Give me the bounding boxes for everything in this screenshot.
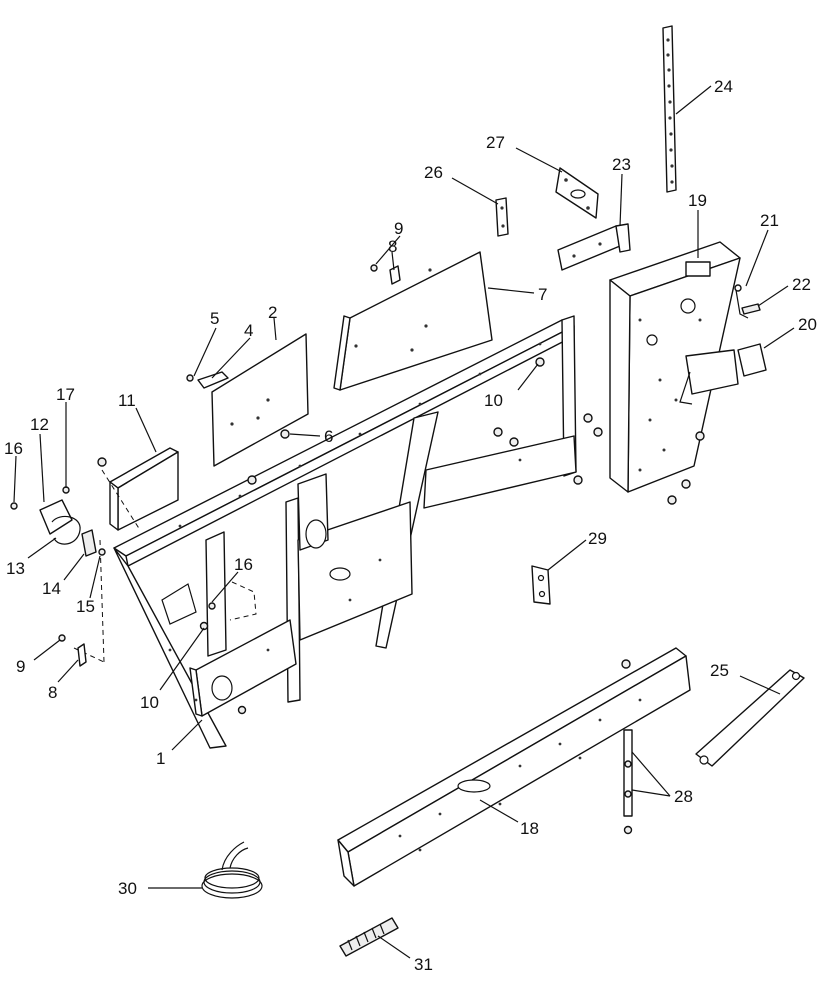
part-14-hinge	[81, 529, 97, 557]
part-9-screw-lower	[58, 634, 66, 642]
part-16-screw-middle	[208, 602, 216, 610]
part-5-screw	[186, 374, 194, 382]
callout-20: 20	[798, 315, 817, 334]
part-9-screw-upper	[370, 264, 378, 272]
callout-27: 27	[486, 133, 505, 152]
callout-15: 15	[76, 597, 95, 616]
callout-8-lower: 8	[48, 683, 57, 702]
callout-11: 11	[118, 391, 136, 410]
part-30-coil	[201, 841, 263, 899]
callout-labels: 24 27 26 23 19 21 22 20 9 8 7 10 2 4 5 6…	[4, 77, 817, 974]
part-13-handle	[51, 515, 81, 545]
part-1-main-frame	[113, 315, 577, 749]
part-26-plate	[495, 197, 509, 237]
callout-9-upper: 9	[394, 219, 403, 238]
callout-13: 13	[6, 559, 25, 578]
callout-19: 19	[688, 191, 707, 210]
part-19-box-frame	[609, 241, 741, 493]
callout-2: 2	[268, 303, 277, 322]
part-8-clip-upper	[389, 265, 401, 285]
part-10-nut-lower	[199, 621, 209, 631]
callout-23: 23	[612, 155, 631, 174]
part-29-plate	[531, 565, 551, 605]
part-25-strap	[695, 669, 805, 767]
part-24-strip	[662, 25, 677, 193]
part-2-panel	[211, 333, 309, 467]
callout-6: 6	[324, 427, 333, 446]
callout-24: 24	[714, 77, 733, 96]
part-12-plate	[39, 499, 73, 535]
callout-26: 26	[424, 163, 443, 182]
callout-5: 5	[210, 309, 219, 328]
part-28-pins	[623, 729, 633, 835]
callout-9-lower: 9	[16, 657, 25, 676]
part-20-latch	[679, 343, 767, 405]
part-21-pin	[734, 284, 749, 319]
part-7-panel	[333, 251, 493, 391]
leader-lines	[13, 85, 795, 959]
callout-28: 28	[674, 787, 693, 806]
part-31-spring	[339, 917, 399, 957]
callout-1: 1	[156, 749, 165, 768]
callout-29: 29	[588, 529, 607, 548]
callout-14: 14	[42, 579, 61, 598]
part-15-screw	[98, 548, 106, 556]
callout-21: 21	[760, 211, 779, 230]
callout-10-lower: 10	[140, 693, 159, 712]
part-19-hardware	[573, 413, 705, 505]
callout-12: 12	[30, 415, 49, 434]
callout-10-upper: 10	[484, 391, 503, 410]
part-22-screw	[741, 303, 761, 315]
callout-31: 31	[414, 955, 433, 974]
part-16-screw-left	[10, 502, 18, 510]
callout-30: 30	[118, 879, 137, 898]
callout-16-middle: 16	[234, 555, 253, 574]
callout-18: 18	[520, 819, 539, 838]
callout-7: 7	[538, 285, 547, 304]
callout-25: 25	[710, 661, 729, 680]
callout-8-upper: 8	[388, 237, 397, 256]
part-18-channel-beam	[337, 647, 691, 887]
part-6-nut	[280, 429, 290, 439]
part-27-plate	[555, 167, 599, 219]
callout-4: 4	[244, 321, 253, 340]
part-4-bracket	[197, 371, 229, 389]
callout-22: 22	[792, 275, 811, 294]
part-11-cover	[97, 447, 179, 531]
callout-16-left: 16	[4, 439, 23, 458]
callout-17: 17	[56, 385, 75, 404]
part-23-bracket	[557, 223, 631, 271]
part-8-clip-lower	[77, 643, 87, 667]
